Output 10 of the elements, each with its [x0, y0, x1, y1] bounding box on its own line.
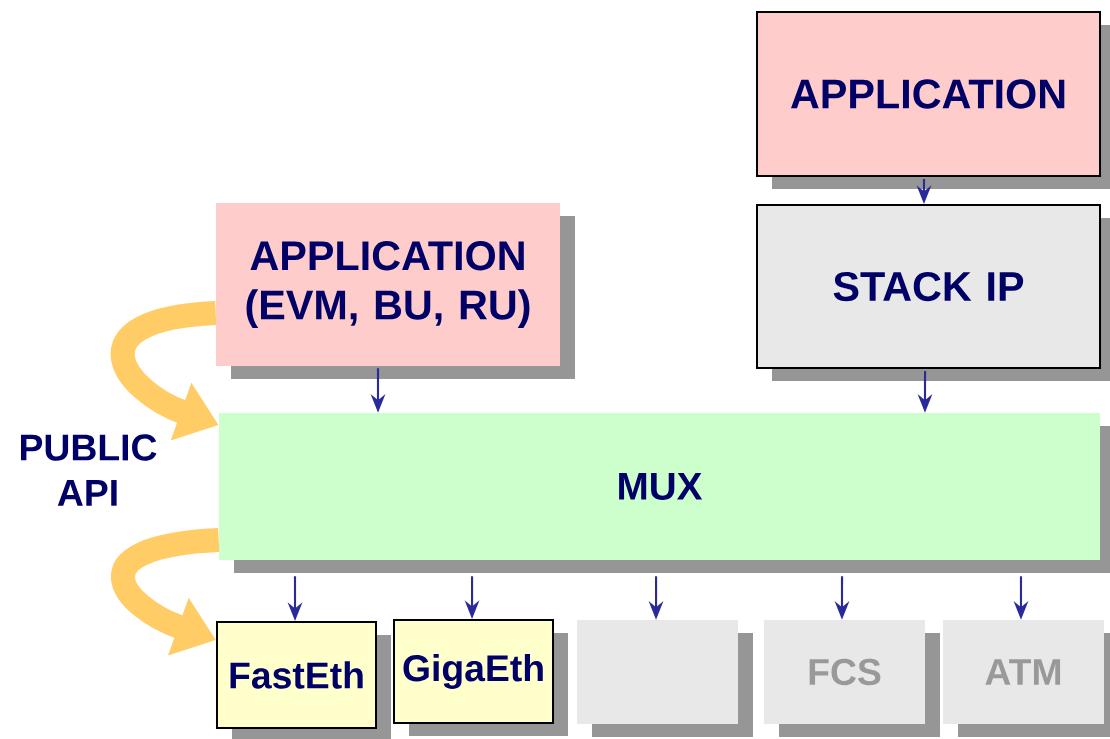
process-box: APPLICATION	[756, 11, 1101, 177]
process-box: GigaEth	[393, 619, 554, 724]
process-box: FCS	[764, 620, 925, 724]
process-box: FastEth	[216, 621, 377, 729]
process-box: MUX	[219, 413, 1100, 560]
side-label: PUBLIC API	[21, 434, 157, 506]
process-box: ATM	[943, 620, 1104, 724]
process-box: STACK IP	[756, 204, 1101, 369]
process-box: APPLICATION (EVM, BU, RU)	[216, 203, 560, 366]
empty-box	[577, 620, 738, 724]
